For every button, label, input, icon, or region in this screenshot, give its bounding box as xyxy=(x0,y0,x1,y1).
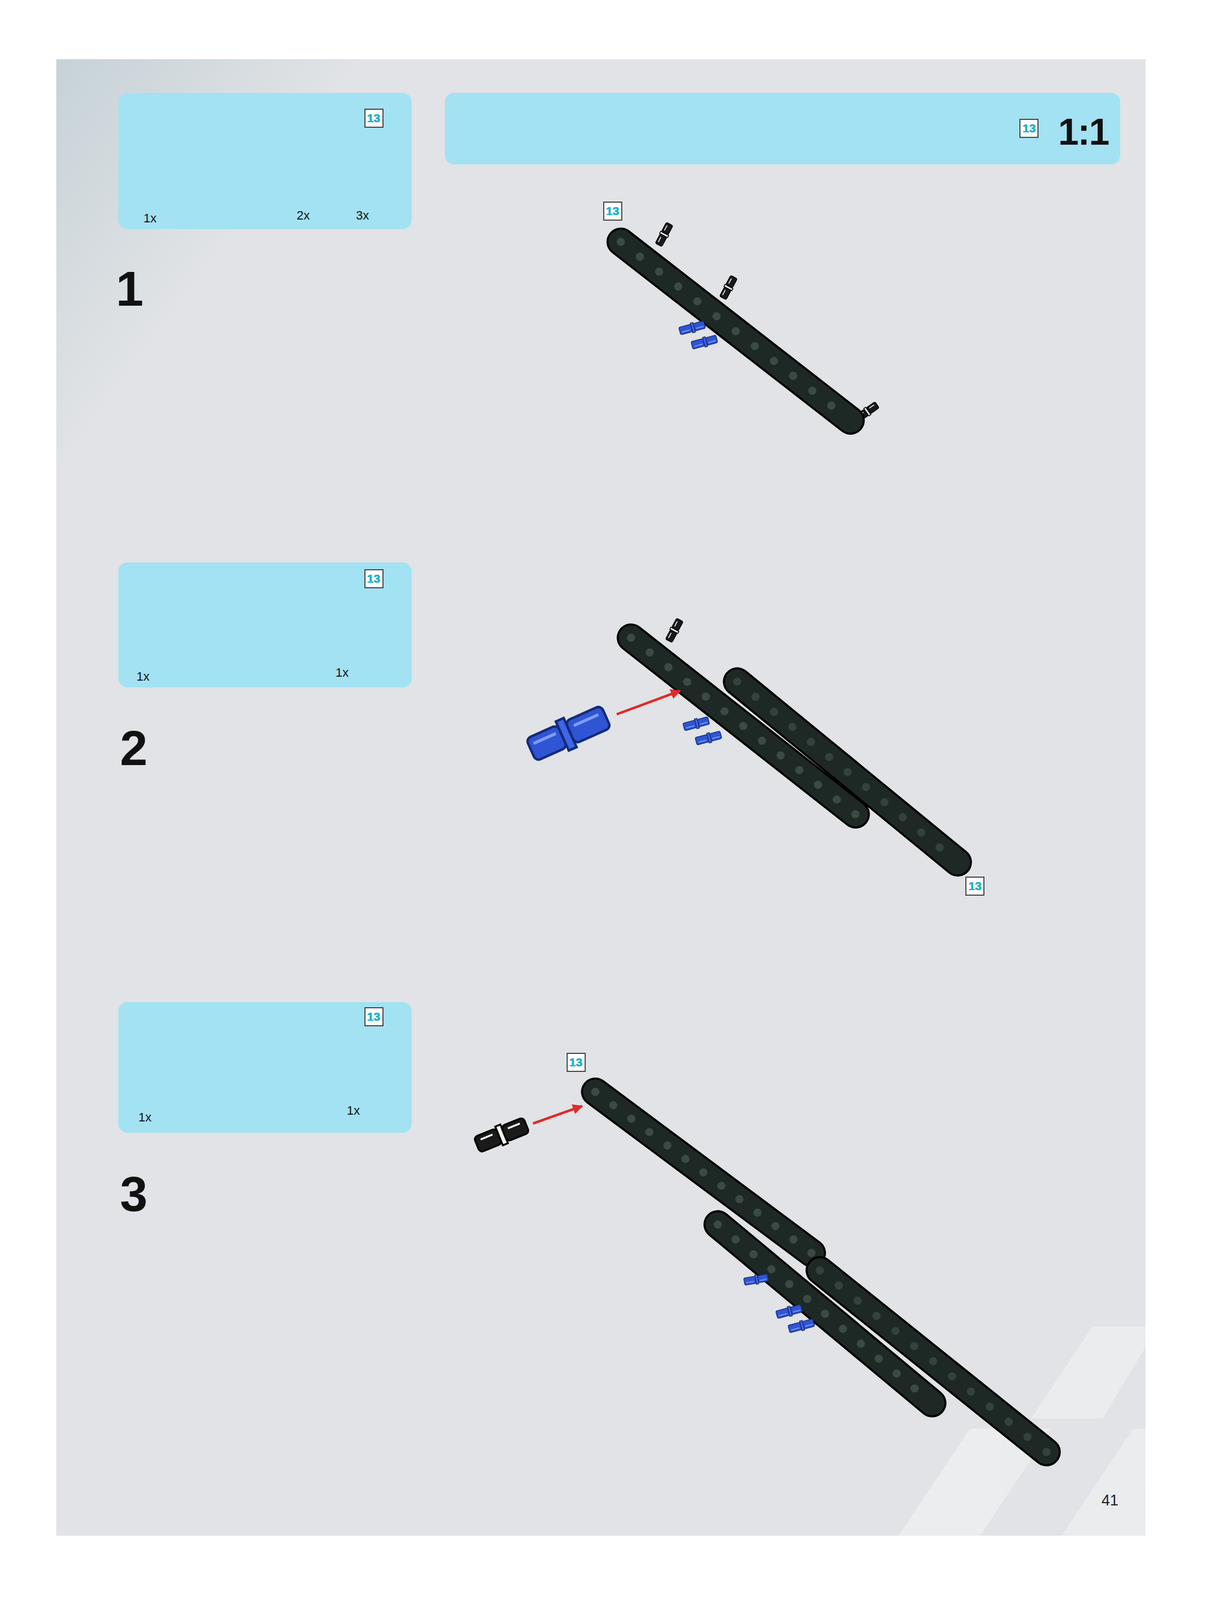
part-count: 1x xyxy=(346,1103,360,1119)
callout-number: 13 xyxy=(364,569,384,589)
blue-pin xyxy=(743,1273,769,1287)
technic-beam xyxy=(595,1092,812,1254)
blue-pin xyxy=(678,319,707,337)
parts-panel: 13 1x 1x xyxy=(118,562,412,688)
step-number: 1 xyxy=(116,260,144,318)
scale-panel: 13 1:1 xyxy=(444,92,1120,165)
callout-number: 13 xyxy=(1019,118,1039,138)
blue-pin xyxy=(690,333,719,351)
callout-number: 13 xyxy=(566,1053,586,1073)
part-count: 2x xyxy=(296,208,310,224)
page-number: 41 xyxy=(1101,1492,1119,1510)
technic-beam xyxy=(630,638,856,815)
part-count: 3x xyxy=(355,208,369,224)
technic-beam xyxy=(620,242,851,421)
part-count: 1x xyxy=(143,211,157,226)
callout-number: 13 xyxy=(364,1007,384,1027)
technic-beam xyxy=(737,682,958,863)
step-number: 3 xyxy=(119,1165,148,1224)
blue-pin xyxy=(682,715,711,733)
parts-panel: 13 1x 2x 3x xyxy=(118,92,412,230)
insert-arrow xyxy=(616,691,680,715)
black-pin xyxy=(718,274,738,301)
technic-beam xyxy=(717,1224,933,1404)
page-panel xyxy=(56,59,1146,1537)
parts-panel: 13 1x 1x xyxy=(118,1002,412,1134)
black-pin xyxy=(654,221,674,248)
callout-number: 13 xyxy=(364,108,384,128)
black-pin xyxy=(473,1116,530,1156)
scale-label: 1:1 xyxy=(1058,110,1109,154)
part-count: 1x xyxy=(335,665,349,681)
callout-number: 13 xyxy=(965,876,985,897)
blue-pin xyxy=(694,729,723,747)
blue-pin xyxy=(775,1303,804,1321)
step-number: 2 xyxy=(119,719,148,778)
insert-arrow xyxy=(532,1106,582,1125)
blue-pin xyxy=(787,1317,816,1335)
callout-number: 13 xyxy=(603,201,623,221)
blue-pin xyxy=(524,702,613,765)
part-count: 1x xyxy=(138,1110,152,1126)
technic-beam xyxy=(820,1271,1047,1454)
part-count: 1x xyxy=(136,669,150,685)
black-pin xyxy=(664,617,684,644)
